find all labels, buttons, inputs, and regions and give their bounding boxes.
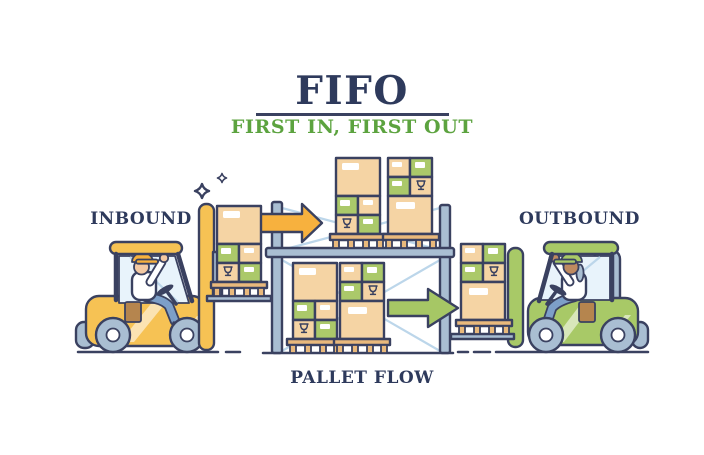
subtitle: FIRST IN, FIRST OUT — [230, 116, 474, 138]
pallet-stack — [388, 158, 432, 234]
page-title: FIFO — [295, 68, 409, 114]
pallet-icon — [381, 232, 441, 250]
pallet-rack-illustration — [264, 158, 456, 355]
pallet-icon — [332, 337, 392, 355]
inbound-label: INBOUND — [90, 209, 192, 229]
pallet-flow-label: PALLET FLOW — [290, 368, 434, 388]
rack-post-left — [270, 200, 284, 355]
outbound-forklift-illustration — [449, 240, 650, 354]
driver-seat — [124, 301, 142, 323]
title-underline — [256, 113, 449, 116]
carried-boxes — [461, 244, 505, 320]
fork — [449, 332, 516, 341]
pallet-stack — [293, 263, 337, 339]
sparkle-icon — [193, 182, 211, 200]
sparkle-icon — [216, 172, 228, 184]
pallet-icon — [454, 318, 514, 336]
inbound-arrow-icon — [256, 202, 324, 244]
floor-lines — [76, 350, 650, 355]
driver-seat — [578, 301, 596, 323]
pallet-icon — [328, 232, 388, 250]
forklift-mast — [506, 246, 525, 349]
pallet-stack — [340, 263, 384, 339]
fork — [205, 294, 273, 303]
outbound-arrow-icon — [386, 287, 460, 329]
steering-wheel — [156, 284, 174, 296]
rack-post-right — [438, 203, 452, 355]
forklift-mast — [197, 202, 216, 352]
carried-boxes — [217, 206, 261, 282]
rack-shelf — [264, 246, 456, 259]
pallet-icon — [209, 280, 269, 298]
outbound-label: OUTBOUND — [519, 209, 640, 229]
steering-wheel — [549, 284, 567, 296]
inbound-forklift-illustration — [74, 202, 273, 354]
pallet-stack — [336, 158, 380, 234]
